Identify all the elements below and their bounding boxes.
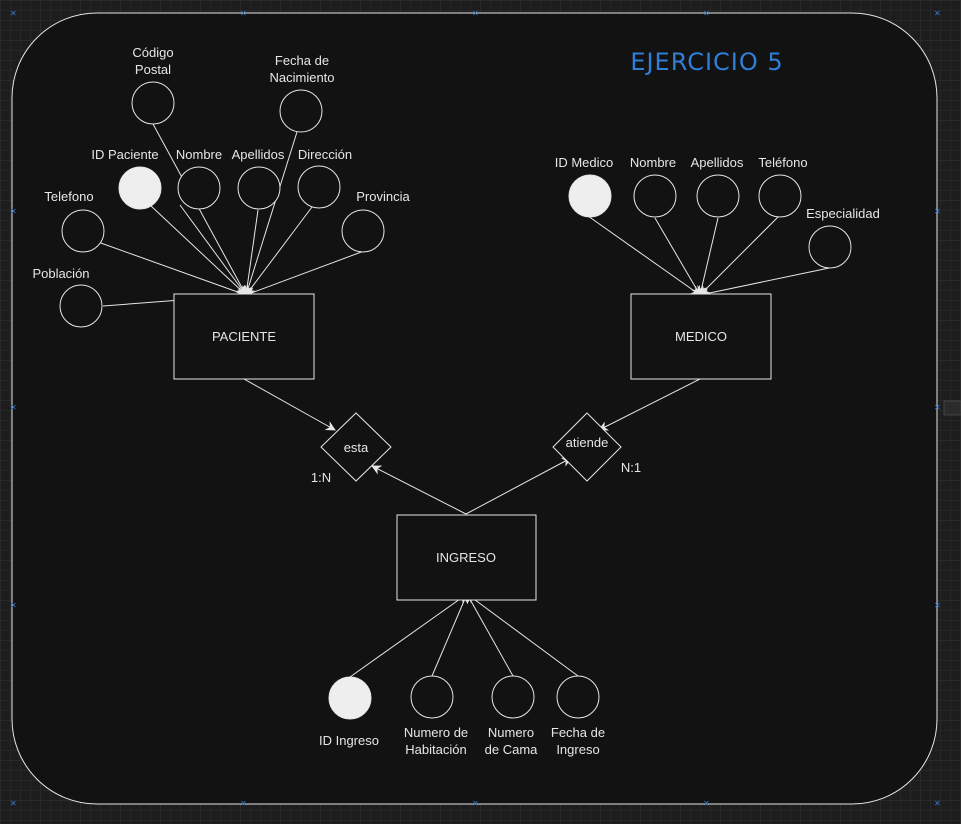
svg-text:✕: ✕ <box>703 9 710 18</box>
attr-telefono-paciente[interactable] <box>61 209 105 253</box>
label-numero-habitacion-2: Habitación <box>405 742 466 757</box>
scroll-handle[interactable] <box>943 400 961 416</box>
attr-especialidad[interactable] <box>808 225 852 269</box>
label-fecha-ingreso-2: Ingreso <box>556 742 599 757</box>
svg-text:✕: ✕ <box>472 9 479 18</box>
relationship-connectors <box>243 378 701 515</box>
label-id-medico: ID Medico <box>555 155 614 170</box>
svg-text:✕: ✕ <box>934 207 941 216</box>
label-fecha-ingreso-1: Fecha de <box>551 725 605 740</box>
attr-nombre-medico[interactable] <box>633 174 677 218</box>
attr-apellidos-medico[interactable] <box>696 174 740 218</box>
label-poblacion: Población <box>32 266 89 281</box>
svg-text:✕: ✕ <box>703 799 710 808</box>
entity-paciente-label: PACIENTE <box>212 329 276 344</box>
label-id-paciente: ID Paciente <box>91 147 158 162</box>
entity-medico-label: MEDICO <box>675 329 727 344</box>
relationship-atiende-label: atiende <box>566 435 609 450</box>
label-numero-habitacion-1: Numero de <box>404 725 468 740</box>
svg-text:✕: ✕ <box>240 9 247 18</box>
attr-direccion[interactable] <box>297 165 341 209</box>
attr-codigo-postal[interactable] <box>131 81 175 125</box>
label-apellidos-medico: Apellidos <box>691 155 744 170</box>
relationship-atiende[interactable] <box>552 412 622 482</box>
diagram-title: EJERCICIO 5 <box>630 48 783 76</box>
attr-numero-habitacion[interactable] <box>410 675 454 719</box>
label-id-ingreso: ID Ingreso <box>319 733 379 748</box>
attr-apellidos-paciente[interactable] <box>237 166 281 210</box>
label-direccion: Dirección <box>298 147 352 162</box>
svg-text:✕: ✕ <box>10 601 17 610</box>
relationship-esta-label: esta <box>344 440 369 455</box>
svg-text:✕: ✕ <box>472 799 479 808</box>
cardinality-atiende: N:1 <box>621 460 641 475</box>
label-fecha-nacimiento-1: Fecha de <box>275 53 329 68</box>
entity-ingreso[interactable] <box>396 514 537 601</box>
entity-ingreso-label: INGRESO <box>436 550 496 565</box>
label-codigo-postal-1: Código <box>132 45 173 60</box>
svg-text:✕: ✕ <box>10 207 17 216</box>
entity-paciente[interactable] <box>173 293 315 380</box>
entity-medico[interactable] <box>630 293 772 380</box>
attr-id-medico-key[interactable] <box>568 174 612 218</box>
cardinality-esta: 1:N <box>311 470 331 485</box>
label-provincia: Provincia <box>356 189 410 204</box>
label-nombre-paciente: Nombre <box>176 147 222 162</box>
label-codigo-postal-2: Postal <box>135 62 171 77</box>
attr-poblacion[interactable] <box>59 284 103 328</box>
medico-attribute-connectors <box>587 214 830 299</box>
label-apellidos-paciente: Apellidos <box>232 147 285 162</box>
svg-text:✕: ✕ <box>10 799 17 808</box>
label-numero-cama-2: de Cama <box>485 742 539 757</box>
svg-text:✕: ✕ <box>10 403 17 412</box>
attr-provincia[interactable] <box>341 209 385 253</box>
svg-text:✕: ✕ <box>934 799 941 808</box>
attr-telefono-medico[interactable] <box>758 174 802 218</box>
label-especialidad: Especialidad <box>806 206 880 221</box>
relationship-esta[interactable] <box>320 412 392 482</box>
label-fecha-nacimiento-2: Nacimiento <box>269 70 334 85</box>
svg-text:✕: ✕ <box>240 799 247 808</box>
label-telefono-medico: Teléfono <box>758 155 807 170</box>
label-telefono-paciente: Telefono <box>44 189 93 204</box>
attr-fecha-nacimiento[interactable] <box>279 89 323 133</box>
attr-fecha-ingreso[interactable] <box>556 675 600 719</box>
attr-id-ingreso-key[interactable] <box>328 676 372 720</box>
diagram-frame <box>11 12 938 805</box>
svg-text:✕: ✕ <box>934 403 941 412</box>
label-nombre-medico: Nombre <box>630 155 676 170</box>
attr-nombre-paciente[interactable] <box>177 166 221 210</box>
label-numero-cama-1: Numero <box>488 725 534 740</box>
attr-id-paciente-key[interactable] <box>118 166 162 210</box>
attr-numero-cama[interactable] <box>491 675 535 719</box>
svg-text:✕: ✕ <box>934 9 941 18</box>
ingreso-attribute-connectors <box>349 593 579 678</box>
selection-handles: ✕ ✕ ✕ ✕ ✕ ✕ ✕ ✕ ✕ ✕ ✕ ✕ ✕ ✕ ✕ ✕ <box>10 9 941 808</box>
svg-text:✕: ✕ <box>934 601 941 610</box>
svg-text:✕: ✕ <box>10 9 17 18</box>
